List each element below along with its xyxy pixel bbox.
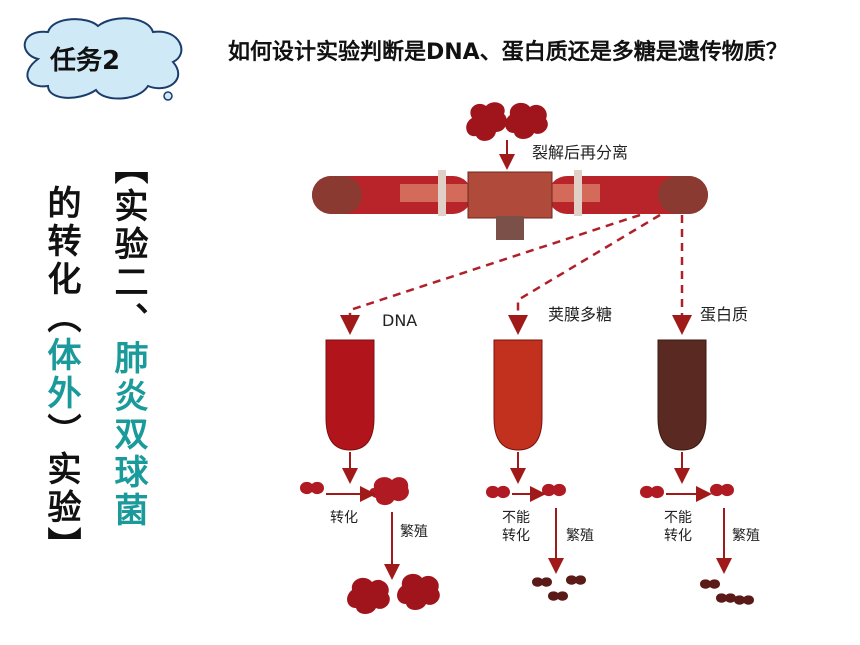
label-tube-polysaccharide: 荚膜多糖	[548, 305, 612, 324]
label-transform-3: 转化	[664, 528, 692, 544]
vertical-title-col1: 【实验二、肺炎双球菌	[108, 150, 148, 530]
centrifuge	[312, 170, 708, 240]
title-part-a: 【实验二、	[108, 150, 148, 340]
tube-polysaccharide	[493, 339, 543, 451]
question-text: 如何设计实验判断是DNA、蛋白质还是多糖是遗传物质？	[228, 40, 788, 65]
bacteria-row	[300, 477, 734, 506]
label-breed-1: 繁殖	[400, 523, 428, 540]
dashed-arrows	[340, 213, 692, 335]
label-cannot-2: 不能	[664, 510, 692, 526]
label-cannot-1: 不能	[502, 510, 530, 526]
tube-protein	[657, 339, 707, 451]
transform-arrows	[326, 486, 732, 580]
label-transform-2: 转化	[502, 528, 530, 544]
title-part-b: 肺炎双球菌	[108, 340, 148, 530]
bacteria-top	[466, 102, 548, 141]
label-breed-3: 繁殖	[732, 527, 760, 544]
vertical-title-col2: 的转化（体外）实验】	[41, 185, 81, 565]
task-label: 任务2	[50, 46, 121, 76]
label-tube-dna: DNA	[382, 311, 417, 330]
title-part-e: ）实验】	[41, 413, 81, 565]
label-breed-2: 繁殖	[566, 527, 594, 544]
label-transform-dna: 转化	[330, 510, 358, 526]
label-lysis: 裂解后再分离	[532, 143, 628, 162]
tube-arrows	[342, 452, 690, 484]
bacteria-bottom	[347, 573, 754, 614]
task-badge	[23, 17, 183, 101]
title-part-d: 体外	[41, 337, 81, 413]
title-part-c: 的转化（	[41, 185, 81, 337]
label-tube-protein: 蛋白质	[700, 305, 748, 324]
tube-dna	[325, 339, 375, 451]
